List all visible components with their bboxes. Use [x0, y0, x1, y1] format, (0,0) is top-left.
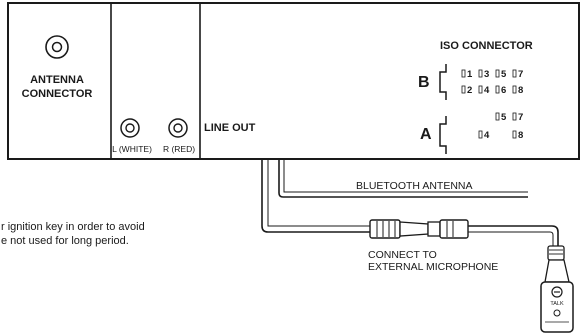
rca-right-label: R (RED) — [163, 144, 195, 154]
panel-outline — [7, 2, 580, 160]
note-text: r ignition key in order to avoid e not u… — [1, 221, 145, 247]
bluetooth-antenna-label: BLUETOOTH ANTENNA — [356, 180, 473, 192]
plug-taper — [399, 221, 429, 237]
note-line-2: e not used for long period. — [1, 235, 129, 247]
iso-pin-marker — [512, 85, 517, 94]
iso-pin-marker — [512, 69, 517, 78]
talk-button-icon — [553, 309, 561, 317]
iso-b-housing — [439, 64, 447, 100]
iso-pin-marker — [495, 85, 500, 94]
microphone-neck — [544, 259, 570, 283]
iso-pin-number: 8 — [518, 85, 523, 96]
microphone-label-line2: EXTERNAL MICROPHONE — [368, 261, 498, 273]
microphone-cable-inner — [267, 159, 370, 227]
iso-pin-number: 6 — [501, 85, 506, 96]
rear-panel — [7, 2, 580, 160]
iso-pin-marker — [478, 85, 483, 94]
plug-body-right — [439, 219, 469, 239]
microphone-cable — [261, 159, 370, 233]
plug-tip — [427, 221, 441, 237]
cables: BLUETOOTH ANTENNA CONNECT TO EXTERNAL MI… — [261, 159, 559, 273]
iso-pin-number: 5 — [501, 112, 507, 123]
rca-left-label: L (WHITE) — [112, 144, 152, 154]
microphone-lead — [468, 225, 559, 246]
line-out-label: LINE OUT — [204, 122, 256, 134]
talk-button-label: TALK — [550, 301, 564, 307]
microphone-label-line1: CONNECT TO — [368, 249, 437, 261]
iso-pin-marker — [478, 69, 483, 78]
iso-b-label: B — [418, 74, 430, 91]
iso-pin-marker — [461, 85, 466, 94]
grille-dot — [556, 291, 558, 293]
iso-pin-number: 1 — [467, 69, 473, 80]
microphone-body — [540, 281, 574, 333]
iso-pin-marker — [461, 69, 466, 78]
note-line-1: r ignition key in order to avoid — [1, 221, 145, 233]
iso-pin-marker — [512, 112, 517, 121]
iso-a-label: A — [420, 126, 432, 143]
antenna-label-line1: ANTENNA — [30, 74, 84, 86]
antenna-label-line2: CONNECTOR — [22, 88, 93, 100]
iso-pin-marker — [495, 112, 500, 121]
iso-pin-number: 4 — [484, 130, 490, 141]
antenna-connector: ANTENNA CONNECTOR — [22, 35, 93, 100]
microphone-lead-inner — [468, 231, 554, 246]
iso-pin-number: 3 — [484, 69, 489, 80]
antenna-socket-inner-icon — [51, 41, 63, 53]
iso-pin-number: 5 — [501, 69, 507, 80]
bluetooth-antenna-cable — [278, 159, 528, 198]
iso-pin-number: 2 — [467, 85, 472, 96]
inline-plug — [369, 219, 469, 239]
iso-pin-marker — [495, 69, 500, 78]
iso-pin-marker — [478, 130, 483, 139]
grille-dot — [558, 291, 560, 293]
iso-pin-number: 4 — [484, 85, 490, 96]
iso-pin-number: 8 — [518, 130, 523, 141]
iso-pin-number: 7 — [518, 69, 523, 80]
rca-jacks: L (WHITE) R (RED) LINE OUT — [112, 118, 256, 154]
grille-dot — [554, 291, 556, 293]
iso-pin-marker — [512, 130, 517, 139]
iso-connector-title: ISO CONNECTOR — [440, 40, 533, 52]
iso-pin-number: 7 — [518, 112, 523, 123]
rca-right-jack-inner-icon — [173, 123, 183, 133]
external-microphone: TALK — [540, 245, 574, 333]
iso-a-housing — [439, 116, 447, 154]
rca-left-jack-inner-icon — [125, 123, 135, 133]
microphone-strain-relief — [547, 245, 565, 261]
bluetooth-antenna-cable-inner — [283, 159, 528, 193]
